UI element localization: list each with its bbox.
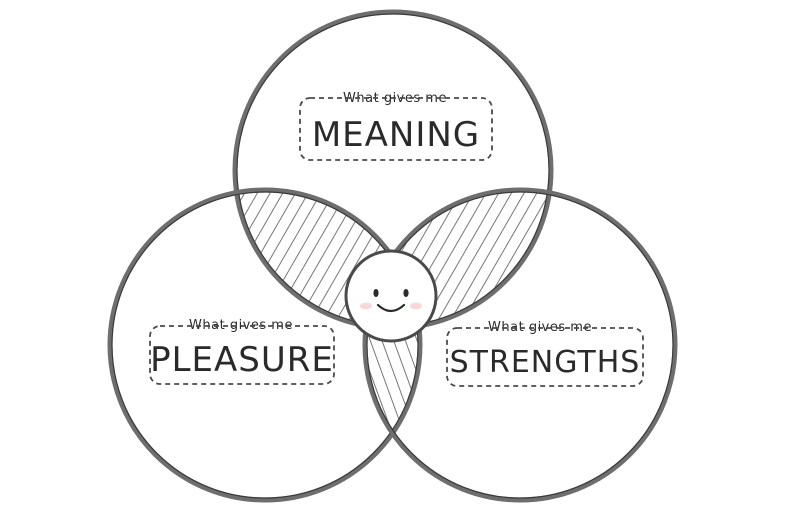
- strengths-label: STRENGTHS: [450, 345, 641, 380]
- strengths-box: [446, 327, 644, 387]
- label-pleasure-group: What gives me PLEASURE: [149, 318, 335, 385]
- circle-strengths: [362, 187, 678, 503]
- meaning-label: MEANING: [312, 115, 480, 155]
- label-strengths-group: What gives me STRENGTHS: [446, 320, 644, 387]
- label-meaning-group: What gives me MEANING: [299, 91, 493, 161]
- meaning-box: [299, 97, 493, 161]
- circle-pleasure: [107, 187, 423, 503]
- pleasure-box: [149, 325, 335, 385]
- pleasure-label: PLEASURE: [150, 340, 334, 380]
- smiley-face-icon: [344, 249, 438, 343]
- pleasure-subtitle: What gives me: [189, 318, 293, 333]
